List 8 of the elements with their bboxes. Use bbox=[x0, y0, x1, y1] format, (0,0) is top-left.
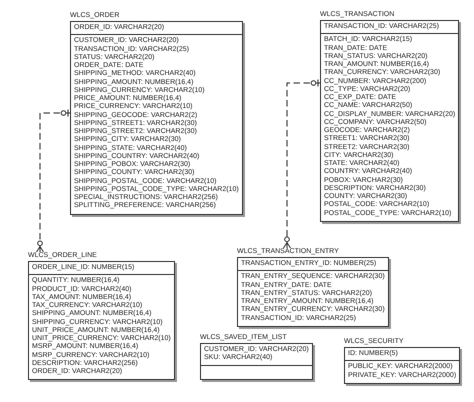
entity-table bbox=[320, 11, 460, 222]
entity-table bbox=[28, 252, 175, 380]
entity-table bbox=[237, 248, 389, 327]
relationship-line bbox=[283, 79, 320, 248]
entity-table bbox=[70, 12, 243, 214]
entity-table bbox=[344, 338, 460, 384]
relationship-line bbox=[36, 109, 70, 252]
entity-table bbox=[200, 334, 313, 380]
